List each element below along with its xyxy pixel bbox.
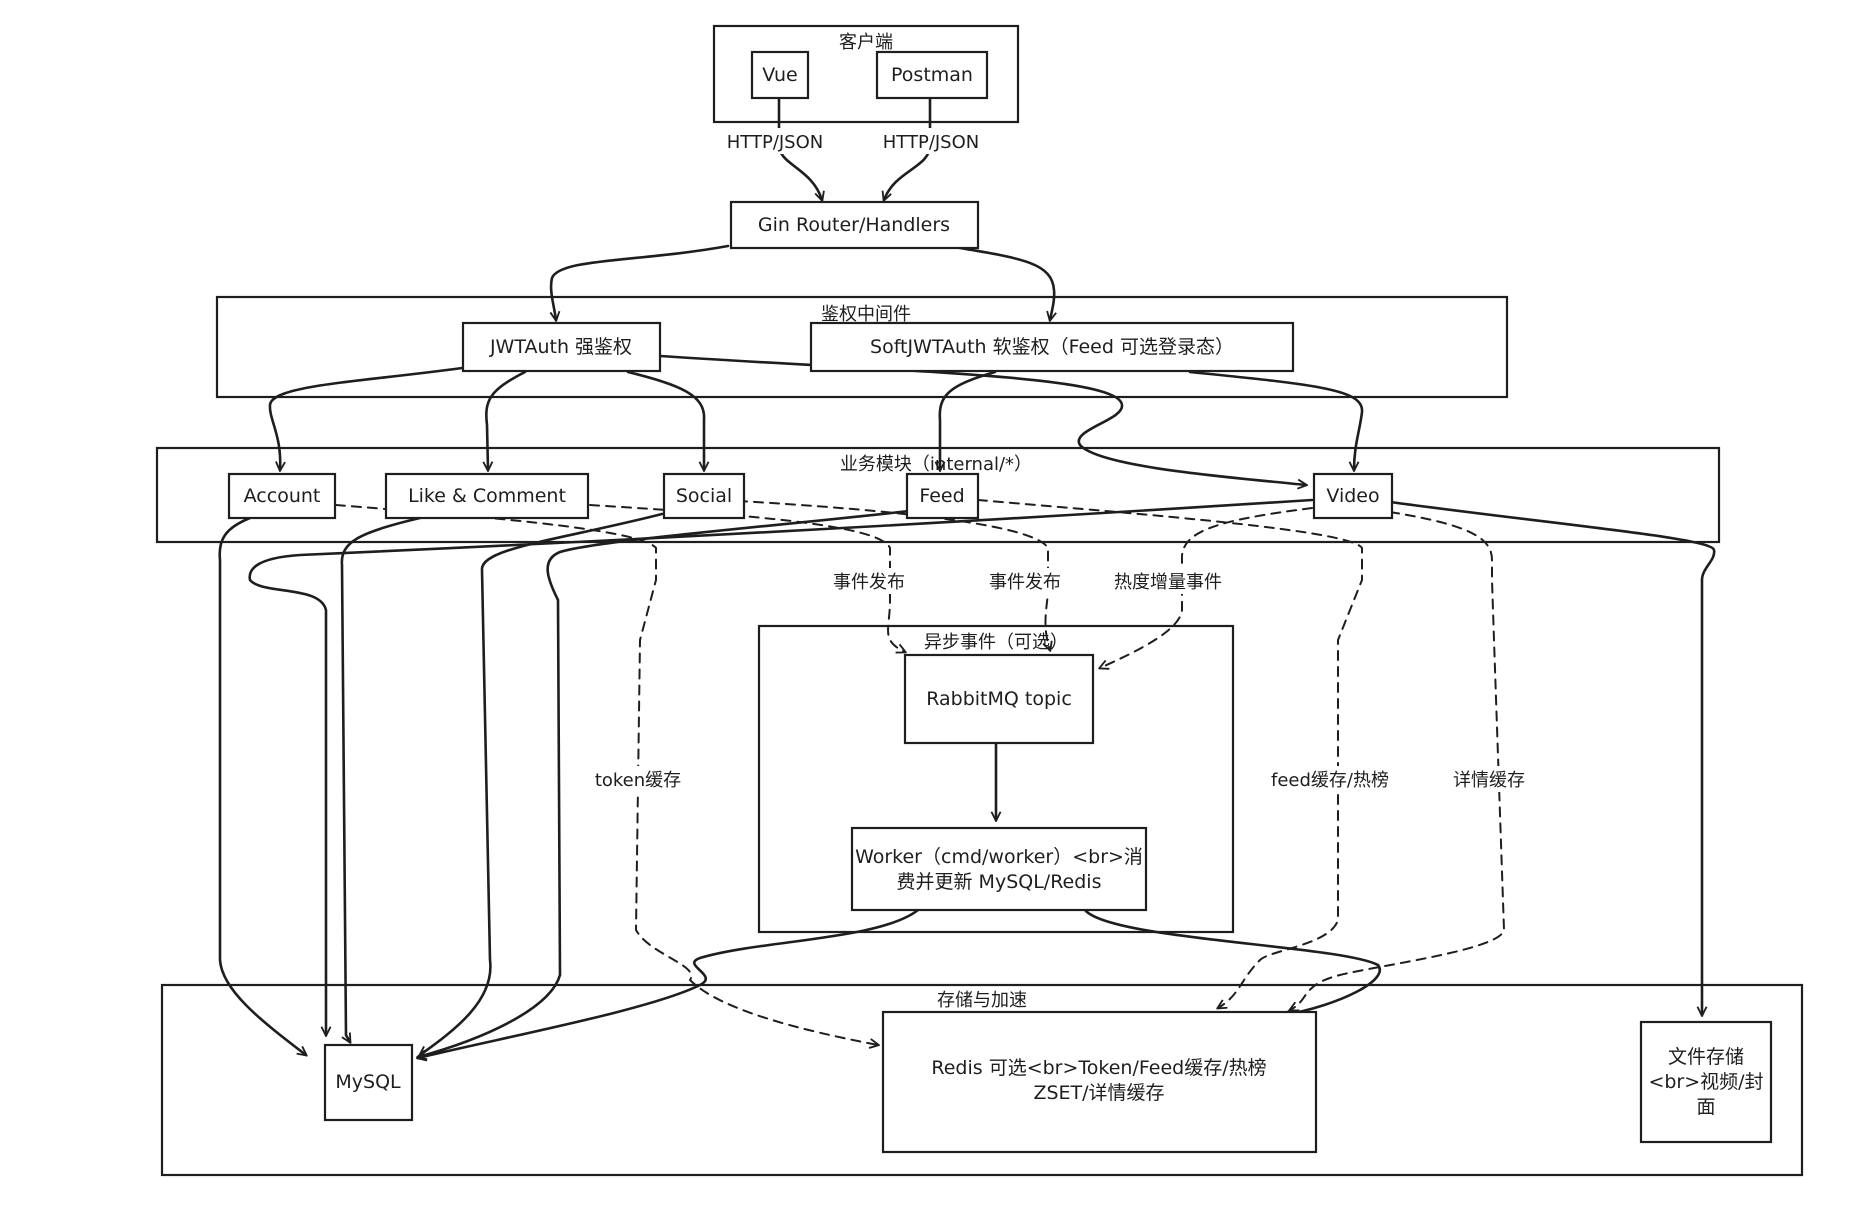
jwt-node: JWTAuth 强鉴权 [461,321,662,373]
edge-jwt-like [486,370,527,470]
edge-social-mysql [420,512,664,1055]
client-group-title: 客户端 [839,32,893,53]
auth-group [215,295,1509,399]
async-group-title: 异步事件（可选） [924,632,1068,653]
client-group [712,24,1020,124]
edge-label-http-2: HTTP/JSON [883,132,980,153]
redis-node-label-line1: Redis 可选<br>Token/Feed缓存/热榜 [931,1057,1266,1079]
account-node: Account [227,472,337,520]
edge-label-event-1: 事件发布 [833,572,905,593]
like-comment-node-label: Like & Comment [408,485,566,507]
jwt-node-label: JWTAuth 强鉴权 [489,336,632,358]
softjwt-node: SoftJWTAuth 软鉴权（Feed 可选登录态） [809,321,1295,373]
edge-account-mysql [218,516,306,1055]
edge-worker-mysql [418,908,920,1058]
redis-node: Redis 可选<br>Token/Feed缓存/热榜 ZSET/详情缓存 [881,1010,1318,1154]
file-storage-node-label-line3: 面 [1696,1096,1715,1118]
storage-group-title: 存储与加速 [937,990,1027,1011]
edge-video-redis [1290,511,1506,1010]
edge-like-mysql [340,516,422,1042]
edge-softjwt-feed [940,370,997,470]
edge-social-rabbit [721,499,1050,650]
edge-router-softjwt [946,244,1054,320]
async-group [757,624,1235,934]
modules-group [155,446,1721,544]
edge-video-file [1388,500,1716,1015]
postman-node-label: Postman [891,64,973,86]
file-storage-node-label-line1: 文件存储 [1668,1046,1744,1068]
router-node-label: Gin Router/Handlers [758,214,950,236]
like-comment-node: Like & Comment [384,472,590,520]
edge-jwt-account [268,366,464,470]
modules-group-title: 业务模块（internal/*） [840,454,1032,475]
postman-node: Postman [875,50,989,100]
mysql-node: MySQL [323,1043,414,1122]
rabbitmq-node: RabbitMQ topic [903,653,1095,745]
router-node: Gin Router/Handlers [729,200,980,250]
edge-video-rabbit [1100,507,1313,668]
storage-group [160,983,1804,1177]
mysql-node-label: MySQL [335,1071,401,1093]
file-storage-node-label-line2: <br>视频/封 [1648,1071,1763,1093]
video-node: Video [1312,472,1394,520]
vue-node: Vue [750,50,810,100]
edge-label-hot: 热度增量事件 [1114,572,1222,593]
edge-label-group: HTTP/JSON HTTP/JSON 事件发布 事件发布 热度增量事件 tok… [586,128,1534,792]
edge-label-http-1: HTTP/JSON [727,132,824,153]
edge-router-jwt [551,244,730,320]
edge-video-mysql [248,498,1314,1035]
worker-node: Worker（cmd/worker）<br>消 费并更新 MySQL/Redis [850,826,1148,912]
social-node-label: Social [676,485,732,507]
worker-node-label-line1: Worker（cmd/worker）<br>消 [855,846,1143,868]
edge-account-redis [335,504,878,1045]
file-storage-node: 文件存储 <br>视频/封 面 [1639,1020,1773,1144]
feed-node: Feed [905,472,980,520]
feed-node-label: Feed [919,485,964,507]
edge-worker-redis [1083,908,1382,1015]
edge-label-event-2: 事件发布 [989,572,1061,593]
account-node-label: Account [244,485,321,507]
edge-like-rabbit [589,504,905,652]
vue-node-label: Vue [762,64,797,86]
rabbitmq-node-label: RabbitMQ topic [926,688,1072,710]
worker-node-label-line2: 费并更新 MySQL/Redis [897,871,1102,893]
edge-label-feedcache: feed缓存/热榜 [1271,770,1389,791]
edge-softjwt-video [1188,370,1364,470]
softjwt-node-label: SoftJWTAuth 软鉴权（Feed 可选登录态） [870,336,1234,358]
redis-node-label-line2: ZSET/详情缓存 [1033,1082,1164,1104]
edge-jwt-social [626,370,704,470]
auth-group-title: 鉴权中间件 [821,304,911,325]
edge-label-token: token缓存 [595,770,681,791]
edge-feed-mysql [418,503,967,1057]
edge-label-detail: 详情缓存 [1453,770,1525,791]
social-node: Social [662,472,746,520]
video-node-label: Video [1326,485,1379,507]
